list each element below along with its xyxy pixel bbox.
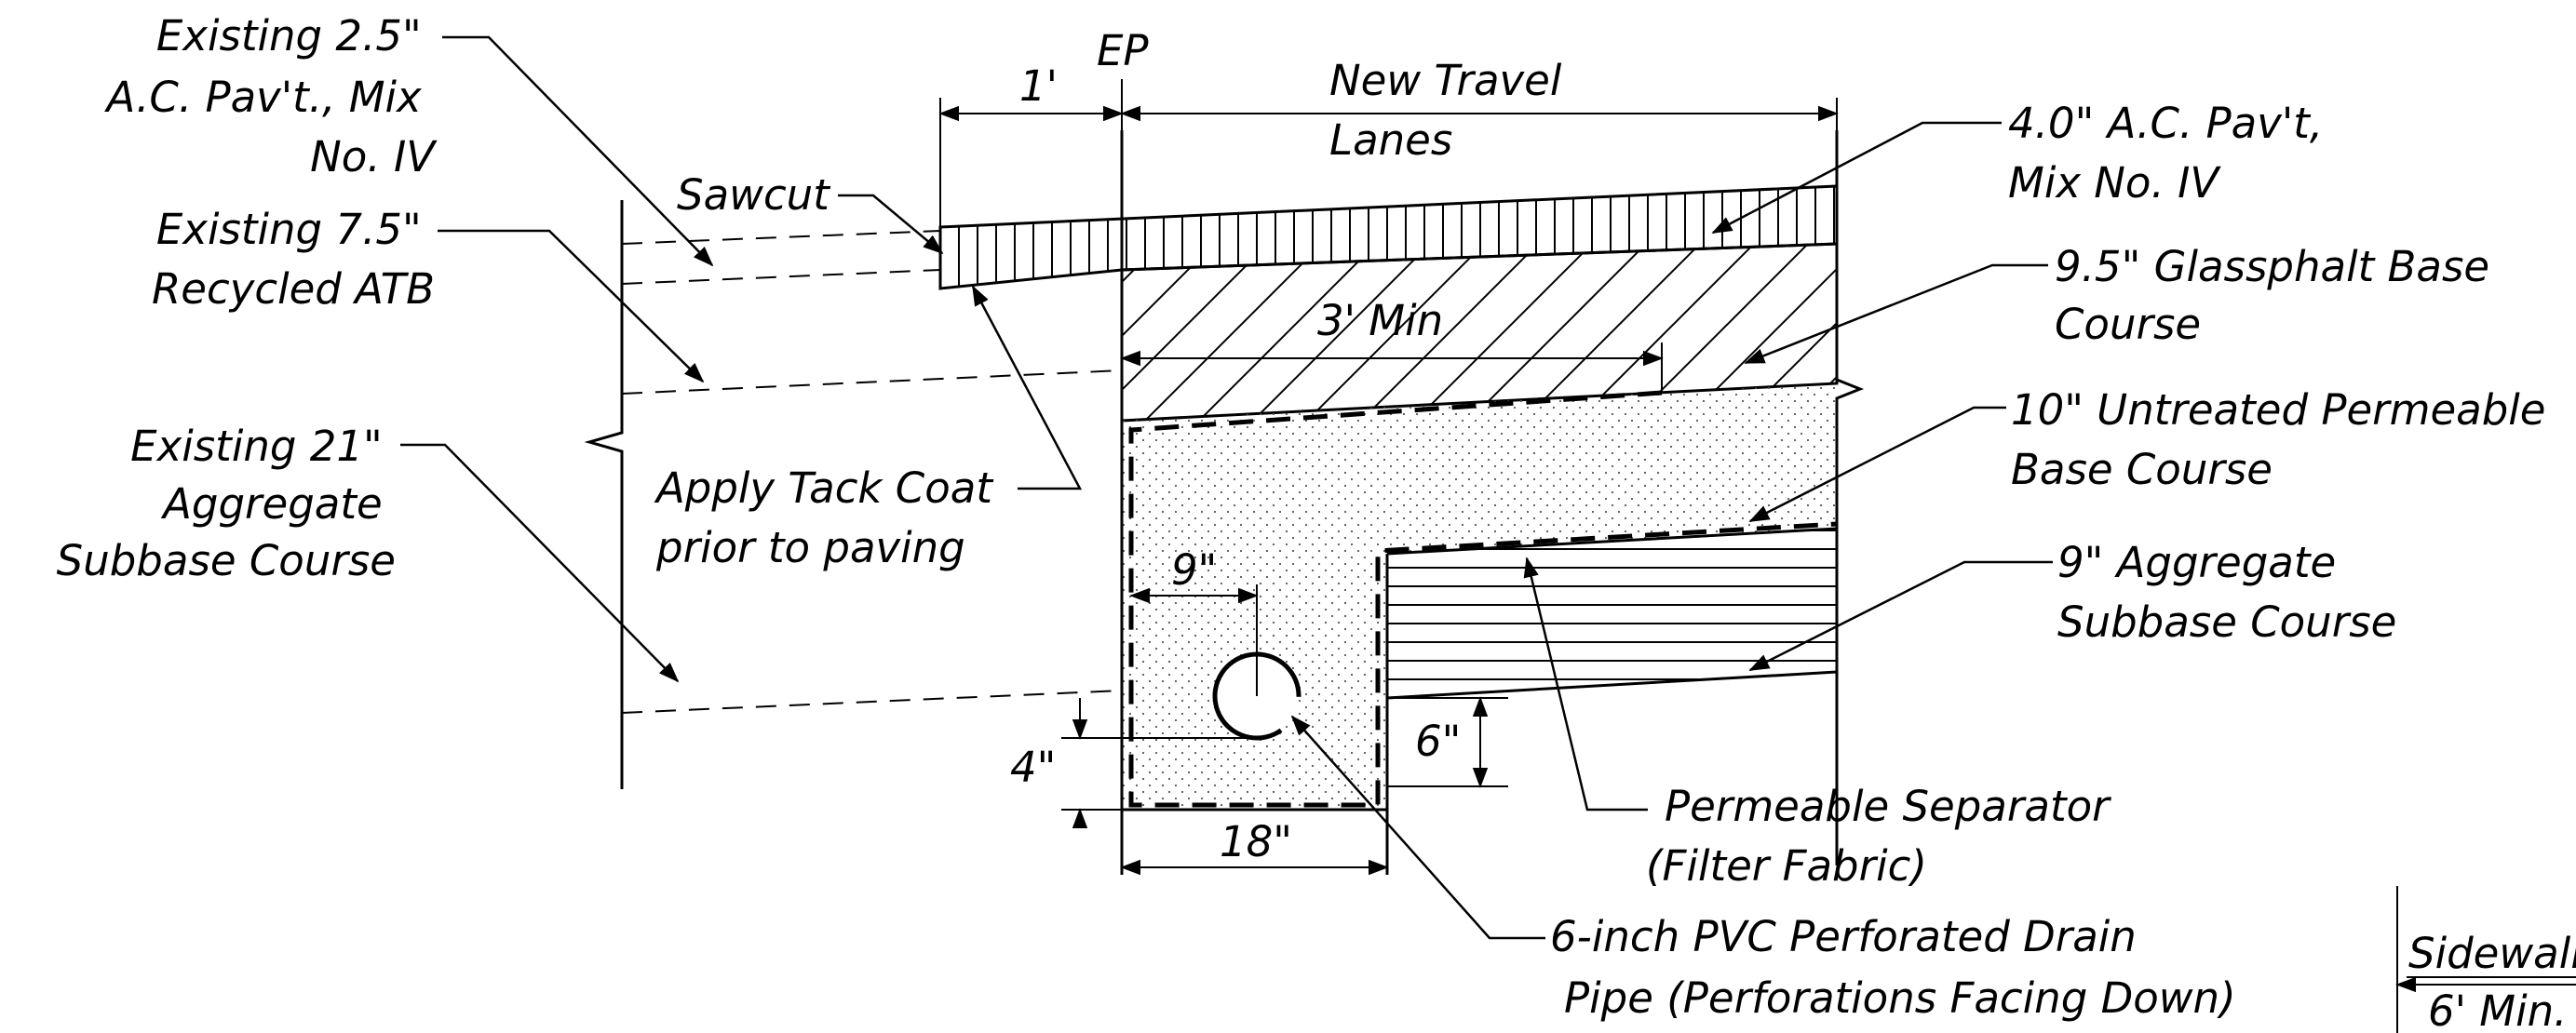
leader-existing-atb	[438, 229, 705, 383]
permeable-base-layer	[1122, 383, 1837, 810]
leader-tack	[971, 285, 1083, 490]
leader-sawcut	[838, 194, 944, 255]
label-existing-ac: Existing 2.5" A.C. Pav't., Mix No. IV	[104, 11, 438, 181]
label-glassphalt: 9.5" Glassphalt Base Course	[2055, 242, 2502, 349]
existing-break-line	[584, 200, 624, 789]
right-break-line	[1835, 130, 1865, 865]
leader-aggregate	[1748, 560, 2053, 672]
leader-separator	[1523, 557, 1648, 812]
label-nine-in: 9"	[1171, 545, 1217, 595]
label-sawcut: Sawcut	[677, 170, 831, 220]
label-new-travel-lanes: New Travel Lanes	[1329, 56, 1575, 165]
label-four-in: 4"	[1010, 743, 1056, 792]
label-three-min: 3' Min	[1317, 296, 1443, 345]
leader-new-ac	[1711, 121, 2002, 235]
label-six-in: 6"	[1415, 717, 1461, 766]
label-tack-coat: Apply Tack Coat prior to paving	[654, 463, 1005, 572]
label-drain-pipe: 6-inch PVC Perforated Drain Pipe (Perfor…	[1550, 912, 2236, 1023]
label-new-ac: 4.0" A.C. Pav't, Mix No. IV	[2008, 99, 2337, 208]
agg-top-line	[1386, 527, 1838, 556]
leader-pipe	[1290, 715, 1545, 940]
aggregate-subbase-layer	[1387, 529, 1837, 698]
label-permeable-base: 10" Untreated Permeable Base Course	[2011, 385, 2559, 494]
leader-permeable	[1748, 406, 2006, 523]
existing-ac-line	[621, 230, 941, 245]
label-aggregate-subbase: 9" Aggregate Subbase Course	[2057, 538, 2396, 647]
leader-existing-sub	[400, 443, 680, 683]
agg-bottom-line	[1386, 670, 1838, 700]
leader-existing-ac	[442, 35, 714, 267]
existing-agg-line	[621, 369, 1123, 395]
label-one-ft: 1'	[1019, 61, 1058, 111]
label-ep: EP	[1097, 26, 1149, 75]
existing-subbase-line	[621, 690, 1123, 714]
label-existing-subbase: Existing 21" Aggregate Subbase Course	[57, 422, 396, 585]
label-existing-atb: Existing 7.5" Recycled ATB	[152, 205, 435, 314]
label-separator: Permeable Separator (Filter Fabric)	[1646, 782, 2123, 891]
label-eighteen-in: 18"	[1220, 817, 1292, 866]
leader-glassphalt	[1744, 263, 2048, 365]
label-sidewalk: Sidewalk	[2408, 929, 2576, 978]
label-six-ft-min: 6' Min.	[2428, 986, 2567, 1033]
existing-atb-line	[621, 269, 941, 285]
